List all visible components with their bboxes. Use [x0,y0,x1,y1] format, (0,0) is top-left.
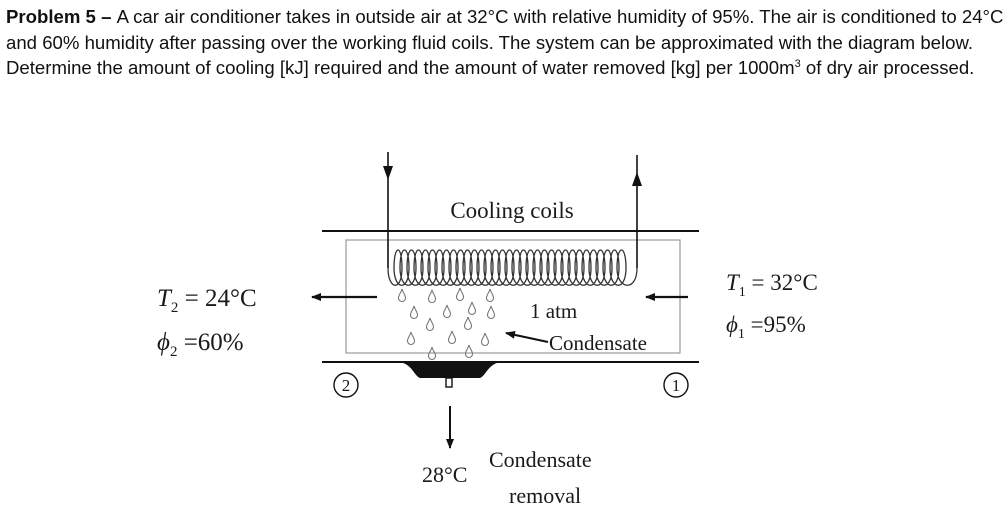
state-1-marker: 1 [663,372,689,398]
condensate-pointer-arrow-icon [505,330,549,343]
state-2-marker: 2 [333,372,359,398]
superscript: 3 [794,57,801,70]
problem-statement: Problem 5 – A car air conditioner takes … [6,4,1005,81]
svg-text:2: 2 [342,376,351,395]
coil-inlet-arrow-icon [383,166,393,180]
condensate-removal-label-1: Condensate [489,447,592,472]
svg-text:1: 1 [672,376,681,395]
coil-outlet-arrow-icon [632,172,642,186]
state-2-humidity: ϕ2 =60% [157,329,244,360]
cooling-coils-label: Cooling coils [450,198,573,223]
condensate-droplets-icon [397,287,496,361]
cooling-coil-icon [387,249,638,286]
drain-spout [445,377,453,388]
state-1-temperature: T1 = 32°C [726,270,818,300]
condensate-removal-label-2: removal [509,483,581,508]
problem-text: A car air conditioner takes in outside a… [6,6,1004,78]
condensate-temperature: 28°C [422,462,467,487]
condensate-label: Condensate [549,331,647,355]
drain-pan [398,362,502,378]
problem-text-end: of dry air processed. [800,57,975,78]
pressure-label: 1 atm [530,299,577,323]
state-2-temperature: T2 = 24°C [157,285,257,316]
state-1-humidity: ϕ1 =95% [726,312,806,342]
problem-label: Problem 5 – [6,6,117,27]
